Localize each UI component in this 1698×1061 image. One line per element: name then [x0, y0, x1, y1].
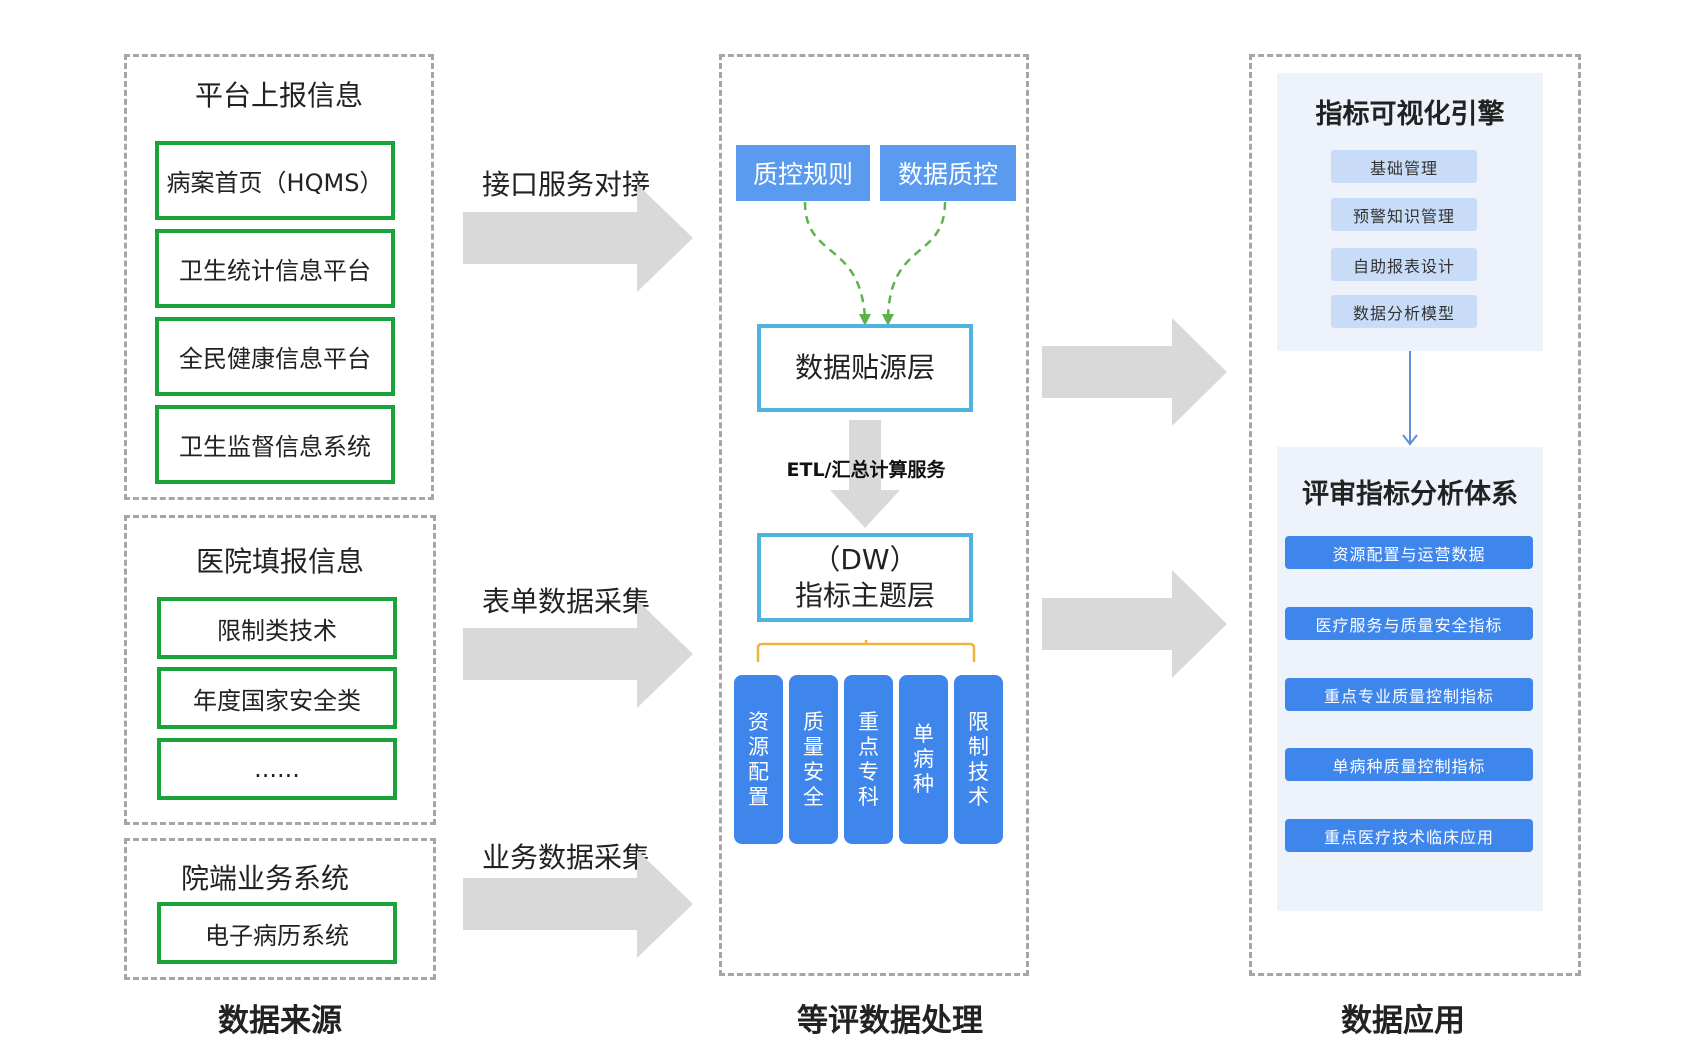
pillar-specialty: 重点专科: [844, 675, 893, 844]
etl-label: ETL/汇总计算服务: [786, 459, 946, 481]
arrow-label-interface: 接口服务对接: [481, 168, 650, 201]
dw-layer-label-line2: 指标主题层: [794, 578, 935, 612]
arrow-right-icon: [463, 184, 693, 292]
source-item-national-safety: 年度国家安全类: [157, 667, 397, 729]
platform-group-title: 平台上报信息: [194, 79, 363, 112]
system-item-resource: 资源配置与运营数据: [1285, 536, 1533, 569]
engine-item-alert: 预警知识管理: [1331, 198, 1477, 231]
pillar-bracket: [756, 640, 976, 662]
pillar-disease: 单病种: [899, 675, 948, 844]
data-qc-button: 数据质控: [880, 145, 1016, 201]
arrow-right-icon: [463, 850, 693, 958]
arrow-right-icon: [463, 600, 693, 708]
footer-application: 数据应用: [1341, 1003, 1465, 1039]
source-item-supervision: 卫生监督信息系统: [155, 405, 395, 484]
system-item-specialty: 重点专业质量控制指标: [1285, 678, 1533, 711]
source-item-more: ......: [157, 738, 397, 800]
system-item-service: 医疗服务与质量安全指标: [1285, 607, 1533, 640]
down-thin-arrow-icon: [1402, 351, 1418, 446]
hospital-group-title: 医院填报信息: [195, 545, 364, 578]
pillar-quality: 质量安全: [789, 675, 838, 844]
system-item-disease: 单病种质量控制指标: [1285, 748, 1533, 781]
hospital-group: [124, 515, 436, 825]
platform-group: [124, 54, 434, 500]
business-group: [124, 838, 436, 980]
system-title: 评审指标分析体系: [1302, 479, 1518, 510]
footer-sources: 数据来源: [218, 1003, 342, 1039]
processing-group: [719, 54, 1029, 976]
arrow-right-icon: [1042, 570, 1227, 678]
source-item-health-info: 全民健康信息平台: [155, 317, 395, 396]
dw-layer-label-line1: （DW）: [812, 542, 918, 576]
pillar-resource: 资源配置: [734, 675, 783, 844]
arrow-right-icon: [1042, 318, 1227, 426]
qc-flow-connectors: [803, 201, 947, 326]
business-group-title: 院端业务系统: [180, 862, 349, 895]
pillar-restricted-tech: 限制技术: [954, 675, 1003, 844]
arrow-label-business: 业务数据采集: [481, 841, 650, 874]
system-item-tech: 重点医疗技术临床应用: [1285, 819, 1533, 852]
source-item-restricted-tech: 限制类技术: [157, 597, 397, 659]
footer-processing: 等评数据处理: [797, 1003, 983, 1039]
dw-layer-box: （DW） 指标主题层: [757, 533, 973, 622]
engine-item-basic: 基础管理: [1331, 150, 1477, 183]
source-item-emr: 电子病历系统: [157, 902, 397, 964]
source-item-hqms: 病案首页（HQMS）: [155, 141, 395, 220]
engine-item-report: 自助报表设计: [1331, 248, 1477, 281]
engine-title: 指标可视化引擎: [1315, 99, 1505, 130]
arrow-label-form: 表单数据采集: [481, 585, 650, 618]
down-arrow-icon: [830, 420, 900, 528]
application-group: [1249, 54, 1581, 976]
engine-item-model: 数据分析模型: [1331, 295, 1477, 328]
qc-rules-button: 质控规则: [736, 145, 870, 201]
source-layer-box: 数据贴源层: [757, 324, 973, 412]
source-layer-label: 数据贴源层: [794, 351, 935, 384]
source-item-health-stats: 卫生统计信息平台: [155, 229, 395, 308]
